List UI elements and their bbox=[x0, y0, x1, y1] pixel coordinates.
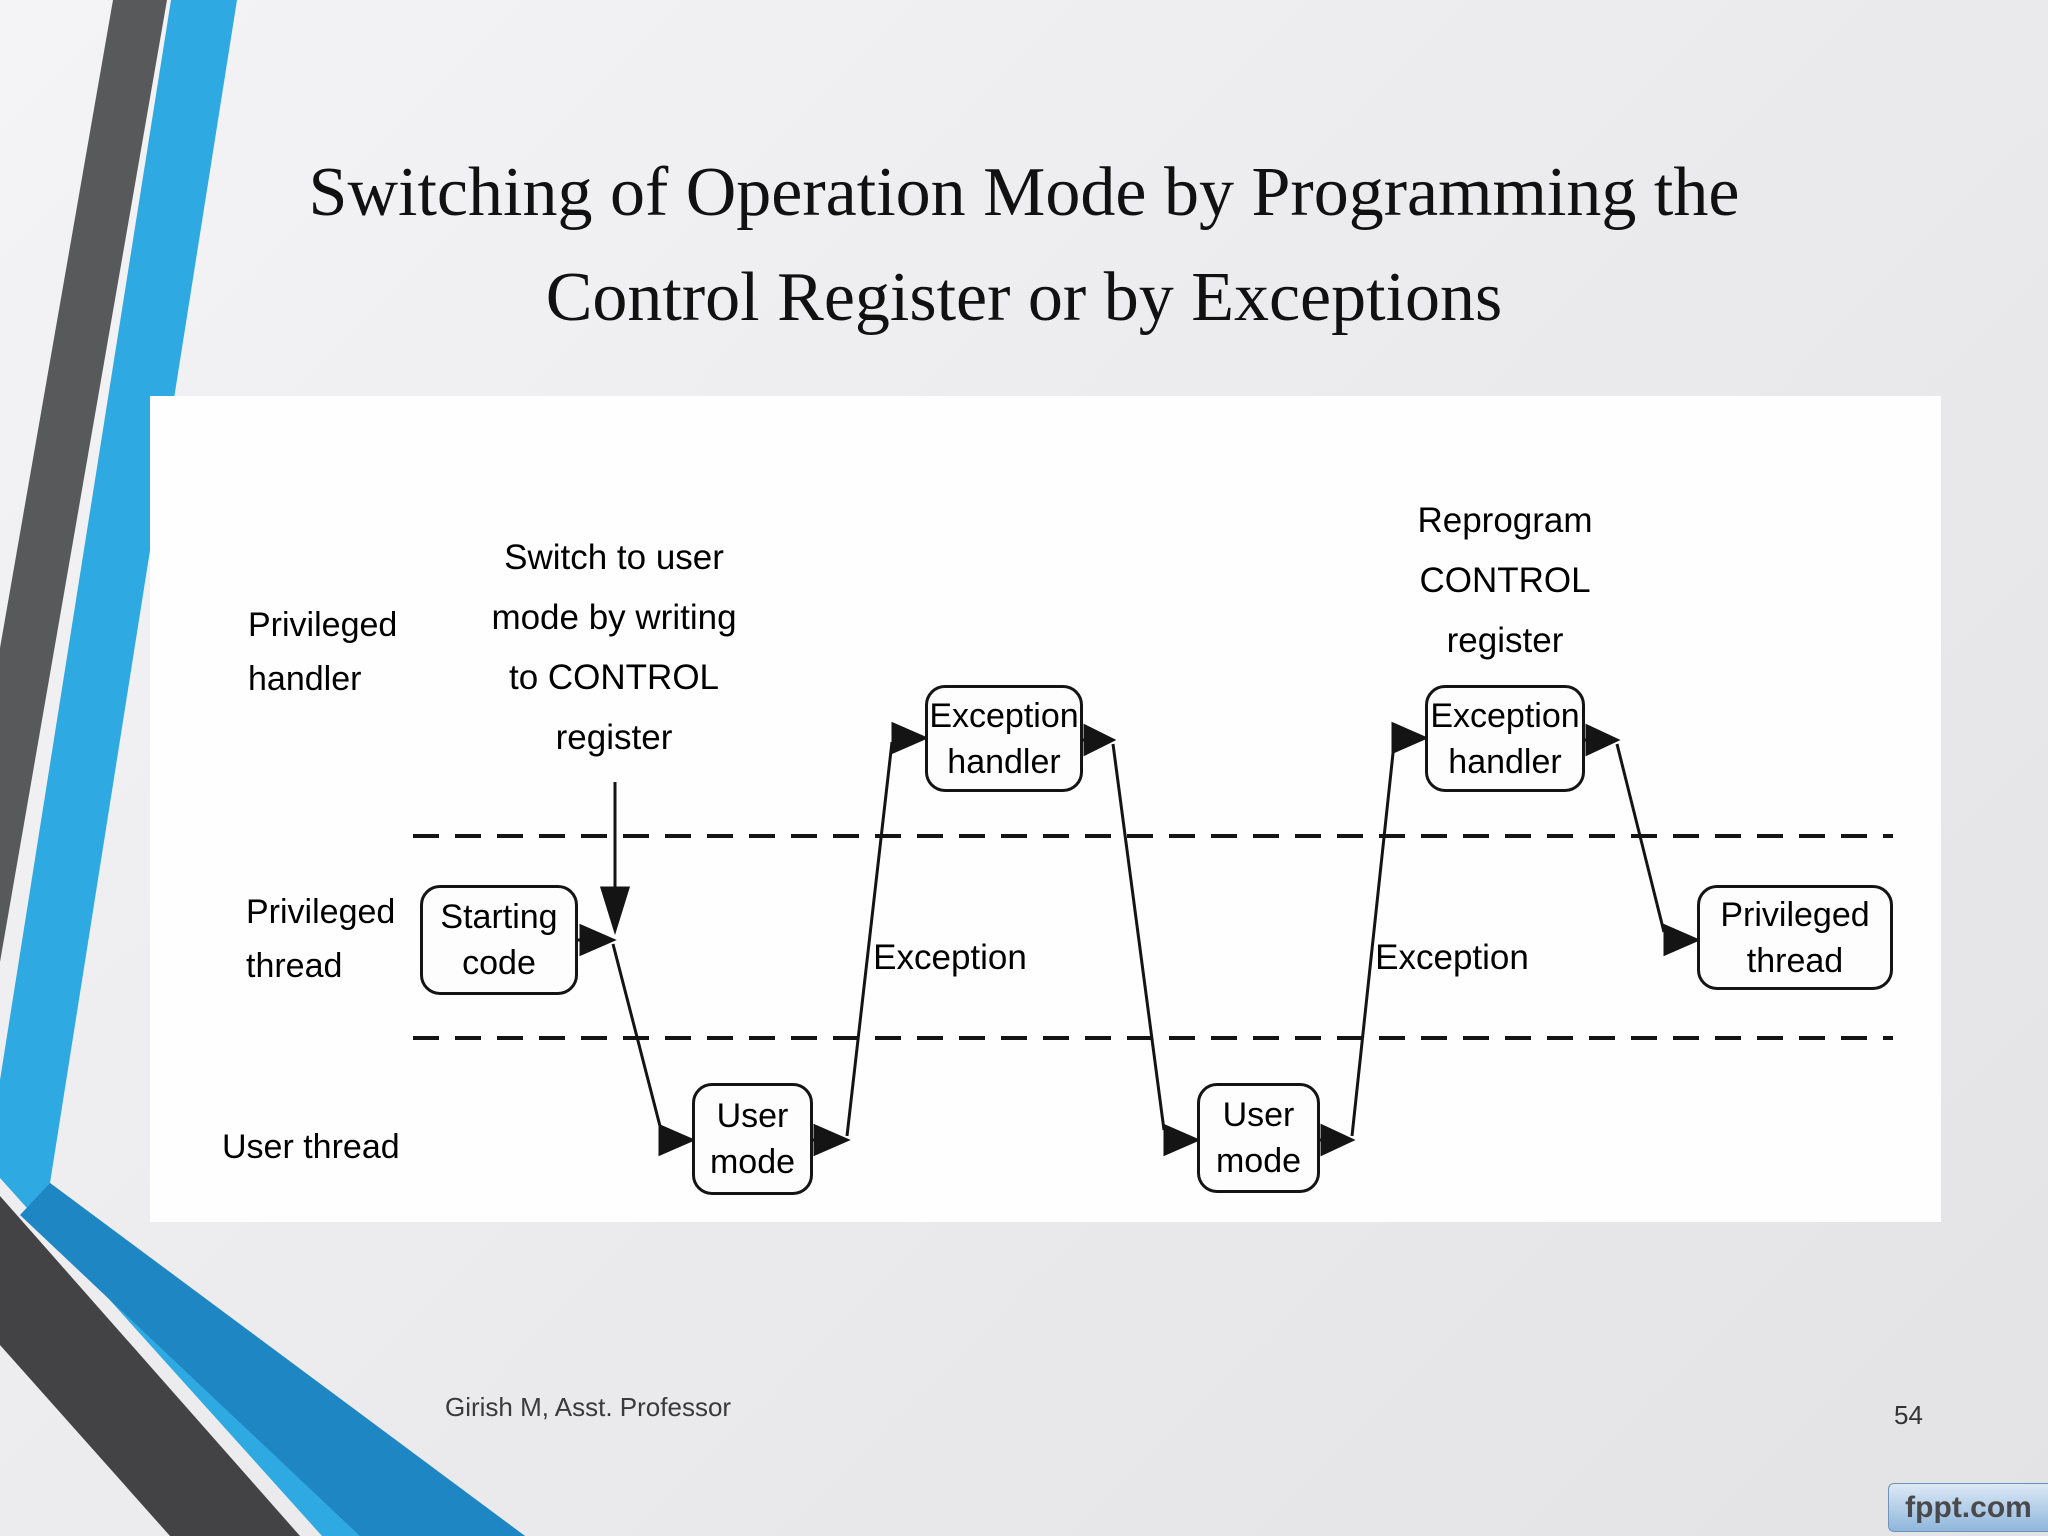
footer-author: Girish M, Asst. Professor bbox=[445, 1392, 732, 1422]
fppt-watermark-label: fppt.com bbox=[1905, 1490, 2032, 1524]
box-starting-code: Starting code bbox=[420, 885, 578, 995]
box-user-mode-2: User mode bbox=[1197, 1083, 1320, 1193]
exception-label-1: Exception bbox=[873, 938, 1027, 977]
lane-label-privileged-handler: Privileged handler bbox=[248, 606, 398, 698]
lane-label-privileged-thread: Privileged thread bbox=[246, 893, 396, 985]
box-privileged-thread: Privileged thread bbox=[1697, 885, 1893, 990]
box-user-mode-1: User mode bbox=[692, 1083, 813, 1195]
stripe-gray-bottom bbox=[0, 1196, 300, 1536]
box-exception-handler-2: Exception handler bbox=[1425, 685, 1585, 792]
stripe-blue bbox=[0, 0, 525, 1536]
note-reprogram-control: Reprogram CONTROL register bbox=[1417, 501, 1593, 660]
fppt-watermark[interactable]: fppt.com bbox=[1888, 1483, 2048, 1532]
lane-label-user-thread: User thread bbox=[222, 1128, 400, 1166]
diagram-panel bbox=[150, 396, 1941, 1222]
stripe-blue-lower bbox=[20, 1183, 525, 1536]
slide-title: Switching of Operation Mode by Programmi… bbox=[308, 154, 1740, 336]
note-switch-to-user-mode: Switch to user mode by writing to CONTRO… bbox=[491, 538, 737, 757]
page-number: 54 bbox=[1894, 1400, 1923, 1430]
stripe-gray-top bbox=[0, 0, 167, 962]
box-exception-handler-1: Exception handler bbox=[925, 685, 1083, 792]
exception-label-2: Exception bbox=[1375, 938, 1529, 977]
